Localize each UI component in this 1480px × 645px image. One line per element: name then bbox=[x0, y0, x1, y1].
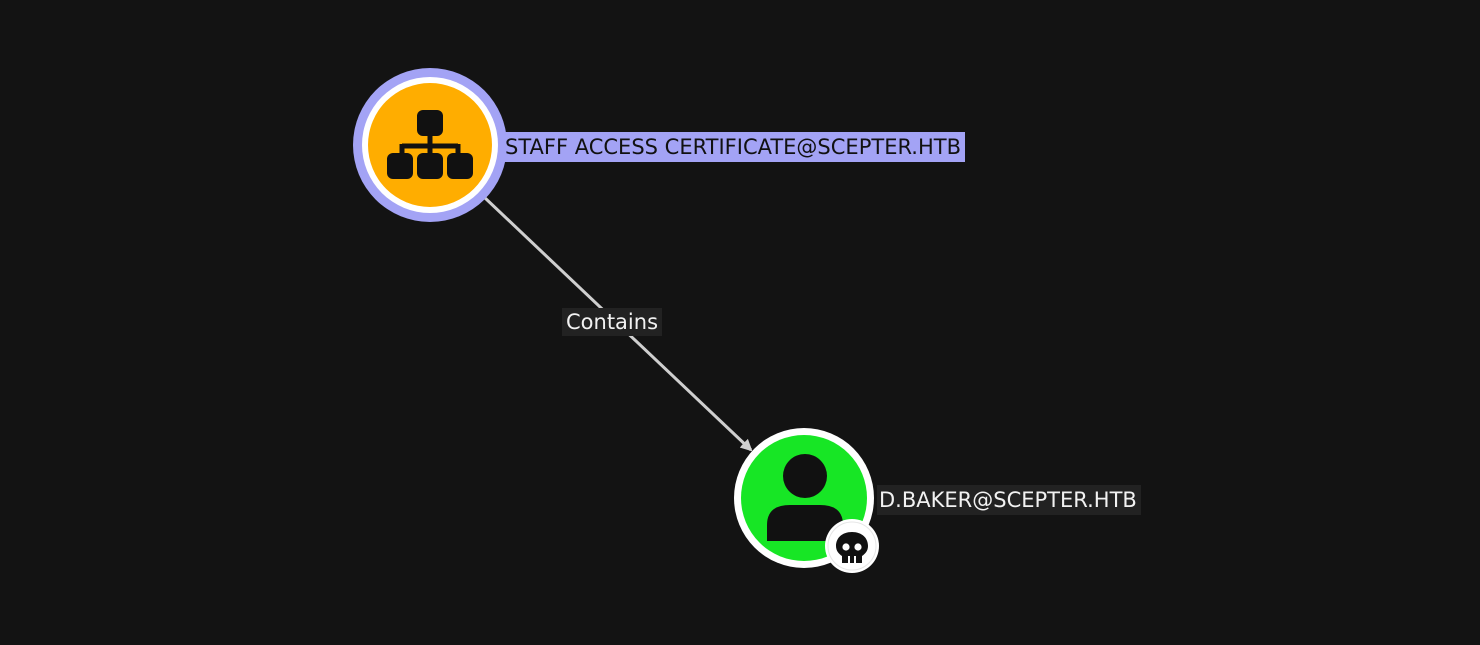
skull-icon bbox=[836, 532, 868, 563]
node-user-label[interactable]: D.BAKER@SCEPTER.HTB bbox=[877, 485, 1141, 515]
node-user[interactable] bbox=[734, 428, 879, 573]
skull-badge bbox=[825, 519, 879, 573]
node-group-label[interactable]: STAFF ACCESS CERTIFICATE@SCEPTER.HTB bbox=[503, 132, 966, 162]
user-icon bbox=[767, 454, 843, 541]
sitemap-icon bbox=[387, 110, 473, 179]
node-group[interactable] bbox=[353, 68, 507, 222]
edge-contains-label[interactable]: Contains bbox=[562, 308, 663, 336]
